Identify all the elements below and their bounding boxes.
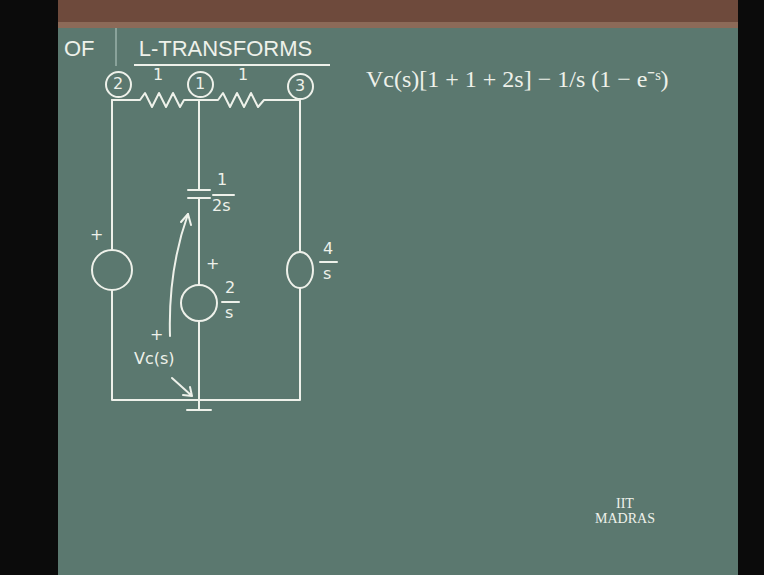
right-voltage-source bbox=[287, 252, 313, 288]
nodal-equation: Vc(s)[1 + 1 + 2s] − 1/s (1 − e⁻ˢ) bbox=[366, 66, 669, 94]
watermark: IIT MADRAS bbox=[585, 497, 665, 526]
node-number: 3 bbox=[295, 77, 305, 95]
source-denominator: s bbox=[225, 304, 233, 322]
middle-voltage-source bbox=[181, 285, 217, 321]
left-voltage-source bbox=[92, 250, 132, 290]
resistance-value: 1 bbox=[153, 66, 163, 84]
voltage-arrow bbox=[170, 214, 188, 336]
board-heading: OF L-TRANSFORMS bbox=[64, 36, 312, 61]
node-number: 1 bbox=[195, 75, 205, 93]
fraction-bar bbox=[222, 301, 239, 303]
arrow-head bbox=[181, 214, 191, 225]
wood-frame bbox=[0, 0, 764, 28]
source-numerator: 2 bbox=[225, 279, 235, 297]
fraction-bar bbox=[320, 261, 337, 263]
node-number: 2 bbox=[113, 75, 123, 93]
polarity-sign: + bbox=[90, 226, 103, 244]
node-number-circle: 3 bbox=[287, 73, 314, 100]
source-numerator: 4 bbox=[323, 240, 333, 258]
capacitor-branch bbox=[188, 100, 210, 400]
impedance-numerator: 1 bbox=[217, 171, 227, 189]
title-underline bbox=[134, 64, 330, 66]
left-border bbox=[0, 0, 58, 575]
impedance-denominator: 2s bbox=[212, 197, 231, 215]
source-denominator: s bbox=[323, 265, 331, 283]
node-number-circle: 2 bbox=[105, 71, 132, 98]
node-number-circle: 1 bbox=[187, 71, 214, 98]
top-wire-resistors bbox=[112, 93, 300, 107]
voltage-label: Vc(s) bbox=[134, 350, 175, 368]
fraction-bar bbox=[213, 194, 234, 196]
ground-symbol bbox=[187, 400, 211, 410]
voltage-arrow bbox=[172, 378, 192, 396]
frame-edge bbox=[0, 22, 764, 28]
resistance-value: 1 bbox=[238, 66, 248, 84]
polarity-sign: + bbox=[150, 326, 163, 344]
polarity-sign: + bbox=[206, 255, 219, 273]
right-border bbox=[738, 0, 764, 575]
outer-wires bbox=[112, 100, 300, 400]
